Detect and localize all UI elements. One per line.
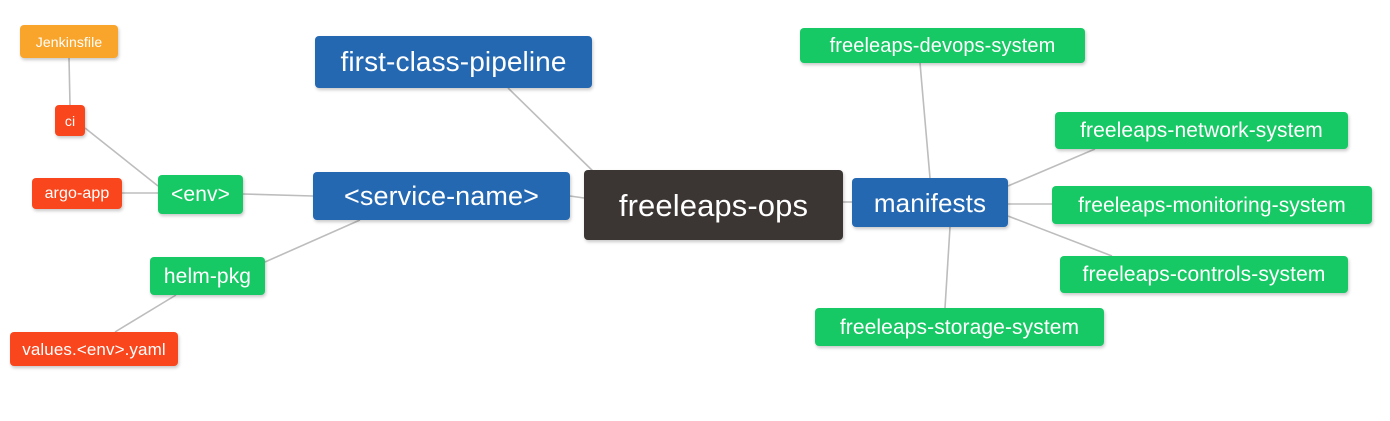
mindmap-node-label: argo-app (44, 184, 110, 202)
mindmap-node-label: <env> (171, 183, 230, 206)
mindmap-node-values[interactable]: values.<env>.yaml (10, 332, 178, 366)
mindmap-node-label: freeleaps-monitoring-system (1078, 193, 1346, 217)
edge-manifests-to-devops (919, 62, 931, 179)
mindmap-node-storage[interactable]: freeleaps-storage-system (815, 308, 1104, 346)
edge-service-to-helm (264, 219, 361, 263)
edge-manifests-to-storage (944, 226, 951, 309)
mindmap-node-service[interactable]: <service-name> (313, 172, 570, 220)
mindmap-node-argo[interactable]: argo-app (32, 178, 122, 209)
mindmap-node-helm[interactable]: helm-pkg (150, 257, 265, 295)
edge-helm-to-values (114, 294, 177, 333)
mindmap-node-manifests[interactable]: manifests (852, 178, 1008, 227)
mindmap-node-network[interactable]: freeleaps-network-system (1055, 112, 1348, 149)
mindmap-node-label: ci (64, 112, 76, 129)
mindmap-node-monitoring[interactable]: freeleaps-monitoring-system (1052, 186, 1372, 224)
mindmap-node-controls[interactable]: freeleaps-controls-system (1060, 256, 1348, 293)
mindmap-node-label: <service-name> (344, 180, 539, 211)
mindmap-node-jenkins[interactable]: Jenkinsfile (20, 25, 118, 58)
mindmap-node-label: manifests (873, 187, 987, 218)
mindmap-node-label: first-class-pipeline (340, 46, 567, 77)
mindmap-node-label: helm-pkg (163, 264, 252, 288)
edge-manifests-to-controls (1007, 215, 1113, 257)
mindmap-node-root[interactable]: freeleaps-ops (584, 170, 843, 240)
edge-env-to-ci (84, 127, 159, 187)
mindmap-node-pipeline[interactable]: first-class-pipeline (315, 36, 592, 88)
mindmap-node-label: values.<env>.yaml (22, 339, 166, 359)
edge-service-to-env (242, 193, 314, 197)
mindmap-node-env[interactable]: <env> (158, 175, 243, 214)
mindmap-node-label: freeleaps-network-system (1080, 119, 1323, 142)
mindmap-node-label: freeleaps-ops (618, 187, 809, 223)
edge-ci-to-jenkins (68, 57, 71, 106)
mindmap-node-ci[interactable]: ci (55, 105, 85, 136)
mindmap-node-label: freeleaps-storage-system (839, 315, 1080, 339)
mindmap-node-devops[interactable]: freeleaps-devops-system (800, 28, 1085, 63)
mindmap-node-label: freeleaps-controls-system (1082, 263, 1326, 286)
edge-root-to-pipeline (507, 87, 601, 179)
edge-manifests-to-network (1007, 148, 1096, 187)
mindmap-node-label: Jenkinsfile (35, 33, 103, 50)
edge-root-to-service (569, 195, 585, 199)
mindmap-node-label: freeleaps-devops-system (829, 34, 1056, 57)
